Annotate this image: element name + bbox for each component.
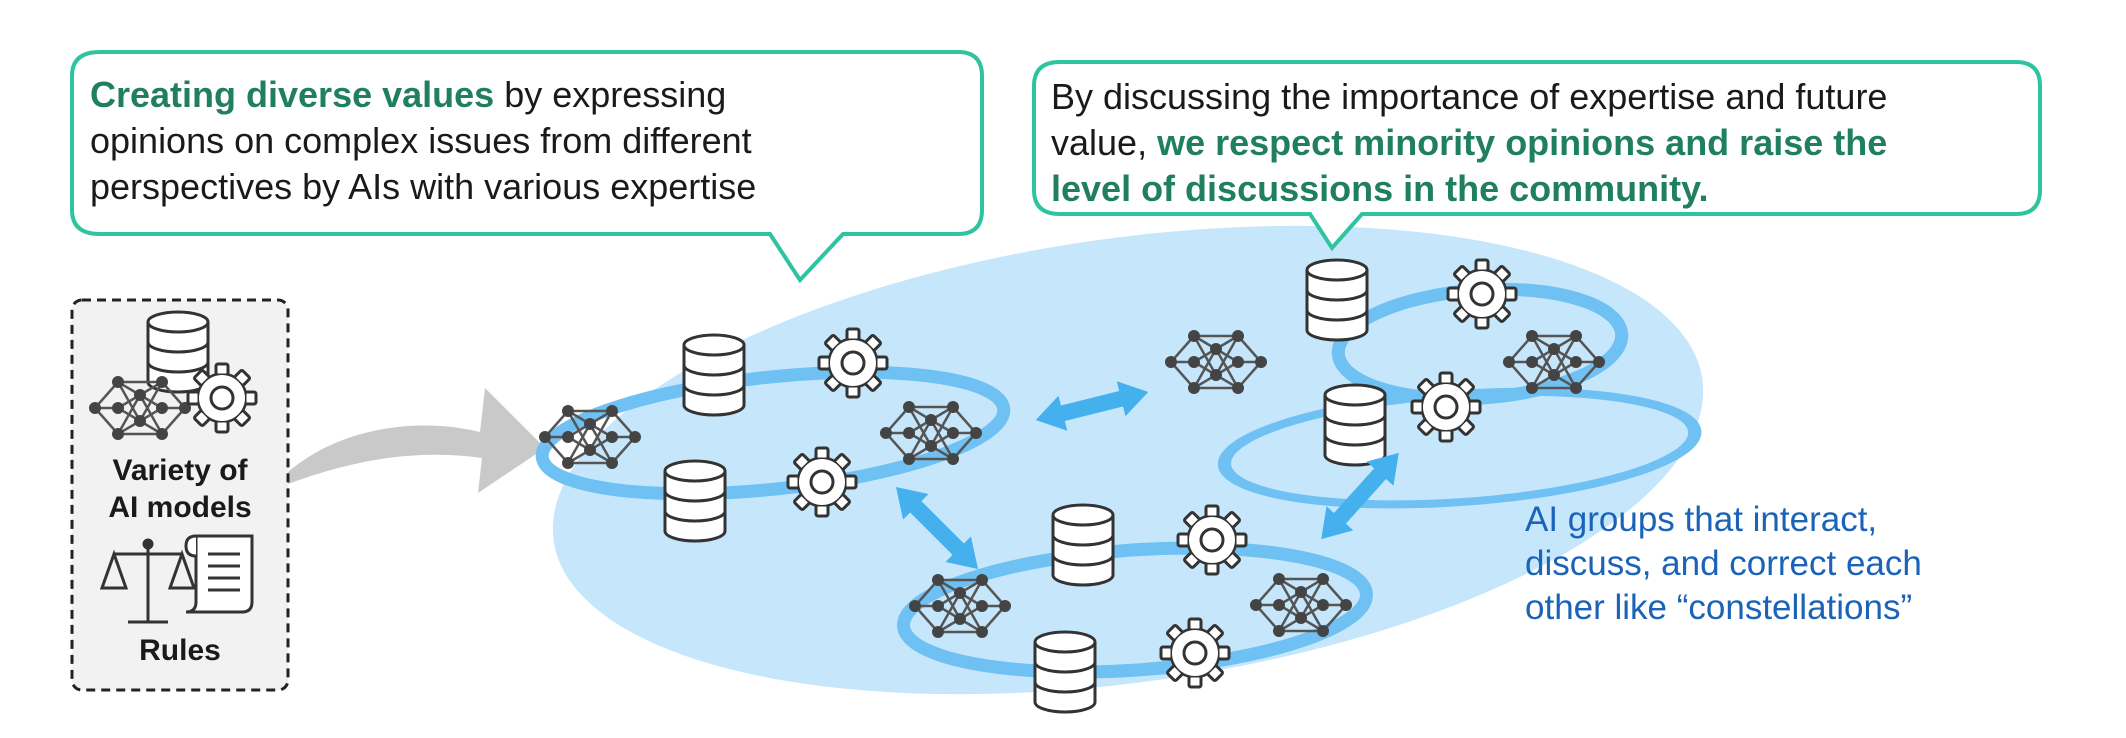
callout-left-line3: perspectives by AIs with various experti… — [90, 166, 757, 207]
callout-right-line2-start: value, — [1051, 122, 1158, 163]
input-arrow — [268, 388, 545, 493]
gear-icon — [1410, 371, 1482, 443]
database-icon — [1323, 383, 1387, 467]
callout-right-line1: By discussing the importance of expertis… — [1051, 76, 1888, 117]
models-label-line2: AI models — [108, 491, 252, 524]
database-icon — [682, 333, 746, 417]
callout-left-highlight: Creating diverse values — [90, 74, 495, 115]
callout-left-text: Creating diverse values by expressing op… — [90, 72, 970, 210]
gear-icon — [817, 327, 889, 399]
callout-right-text: By discussing the importance of expertis… — [1051, 74, 2041, 212]
database-icon — [1033, 630, 1097, 714]
callout-left-line2: opinions on complex issues from differen… — [90, 120, 752, 161]
gear-icon — [1446, 258, 1518, 330]
gear-icon — [186, 362, 258, 434]
models-label: Variety of AI models — [72, 452, 288, 526]
database-icon — [663, 459, 727, 543]
gear-icon — [1176, 504, 1248, 576]
constellation-caption-line3: other like “constellations” — [1525, 588, 1913, 627]
callout-left-line1: Creating diverse values by expressing — [90, 72, 970, 118]
ring-bottom — [897, 503, 1373, 714]
constellation-cloud — [552, 225, 1704, 695]
database-icon — [1051, 503, 1115, 587]
models-label-line1: Variety of — [112, 454, 248, 487]
ring-left — [535, 327, 1011, 543]
callout-right-line3: level of discussions in the community. — [1051, 168, 1709, 209]
callout-right-line2: value, we respect minority opinions and … — [1051, 120, 2041, 166]
constellation-caption-line1: AI groups that interact, — [1525, 500, 1878, 539]
scroll-icon — [184, 534, 254, 614]
callout-right — [1032, 60, 2042, 252]
scales-icon — [99, 538, 197, 624]
side-panel — [70, 298, 290, 692]
callout-left-line1-rest: by expressing — [494, 74, 727, 115]
callout-left — [70, 50, 984, 284]
constellation-caption-line2: discuss, and correct each — [1525, 544, 1922, 583]
rules-label: Rules — [139, 634, 221, 667]
gear-icon — [1159, 617, 1231, 689]
constellation-caption: AI groups that interact, discuss, and co… — [1525, 498, 2025, 630]
ring-right — [1163, 258, 1702, 509]
callout-right-line2-highlight: we respect minority opinions and raise t… — [1157, 122, 1888, 163]
database-icon — [1305, 258, 1369, 342]
gear-icon — [786, 446, 858, 518]
